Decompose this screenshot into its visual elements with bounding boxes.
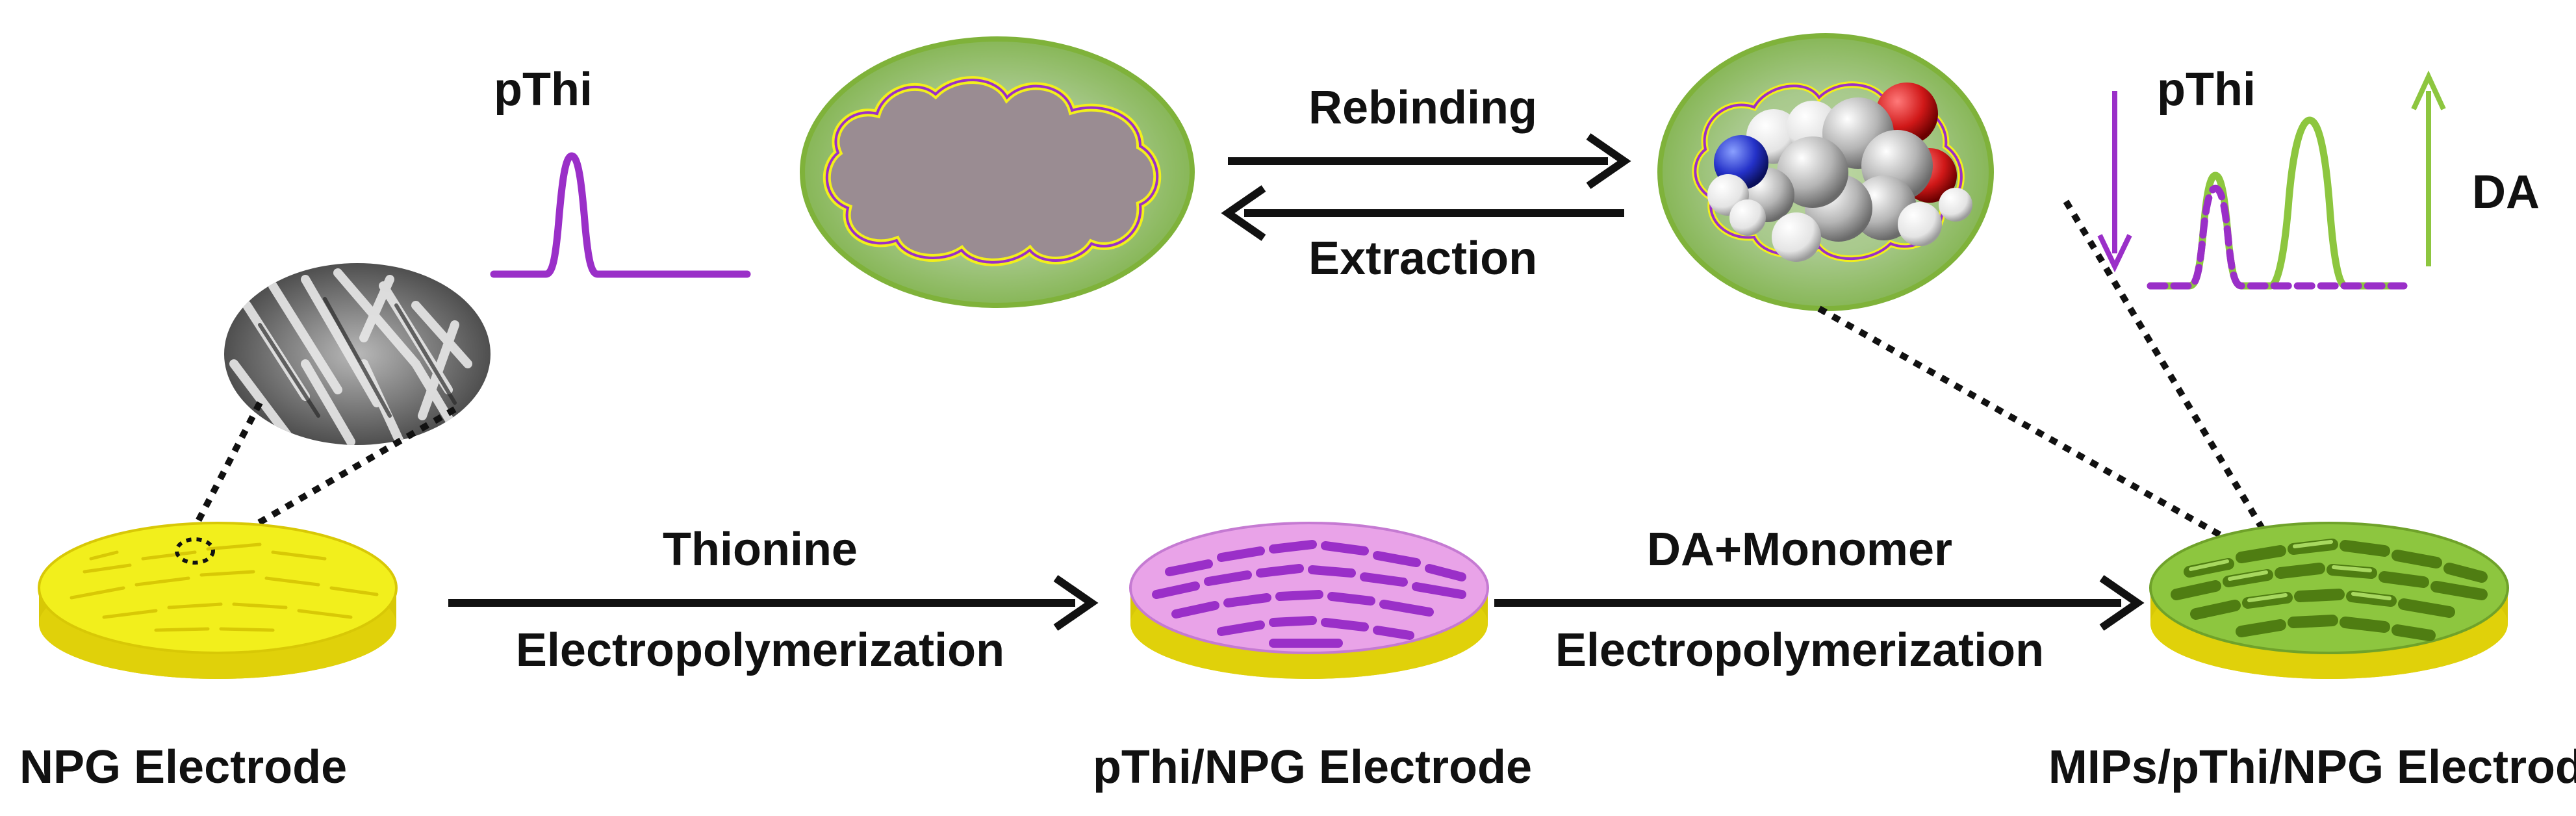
- cavity-icon: [800, 36, 1195, 308]
- pthi-label-left: pThi: [494, 64, 593, 116]
- npg-electrode-icon: [38, 522, 398, 679]
- pthi-label-right: pThi: [2157, 64, 2256, 116]
- mips-electrode-label: MIPs/pThi/NPG Electrode: [2048, 741, 2576, 793]
- thionine-label: Thionine: [663, 524, 858, 576]
- rebinding-arrow: [1228, 133, 1631, 189]
- zoom-lines: [179, 199, 2284, 568]
- thionine-arrow: [448, 575, 1099, 631]
- down-arrow-icon: [2097, 91, 2132, 273]
- dopamine-molecule-icon: [1657, 33, 1994, 311]
- up-arrow-icon: [2411, 70, 2446, 266]
- electropolymerization-label-2: Electropolymerization: [1555, 624, 2044, 676]
- extraction-arrow: [1221, 185, 1624, 241]
- electropolymerization-label-1: Electropolymerization: [516, 624, 1004, 676]
- npg-electrode-label: NPG Electrode: [19, 741, 347, 793]
- da-label: DA: [2472, 166, 2540, 218]
- pthi-npg-electrode-label: pThi/NPG Electrode: [1093, 741, 1532, 793]
- mips-electrode-icon: [2149, 522, 2509, 679]
- rebinding-label: Rebinding: [1308, 82, 1537, 134]
- monomer-arrow: [1494, 575, 2145, 631]
- extraction-label: Extraction: [1308, 233, 1537, 285]
- pthi-signal-curve-left: [490, 152, 751, 278]
- da-monomer-label: DA+Monomer: [1647, 524, 1952, 576]
- da-signal-curves: [2147, 116, 2408, 290]
- pthi-npg-electrode-icon: [1129, 522, 1489, 679]
- sem-image-icon: [224, 263, 491, 445]
